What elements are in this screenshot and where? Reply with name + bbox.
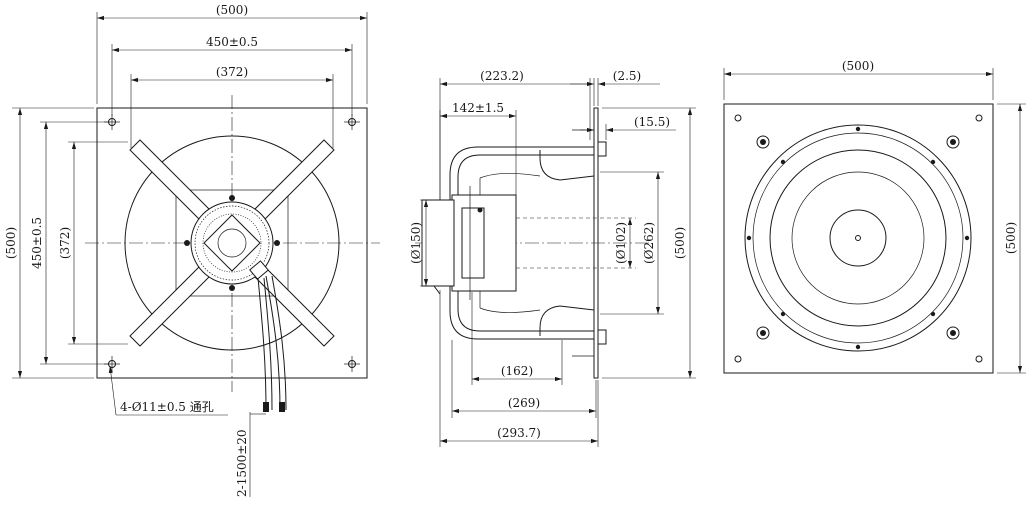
front-dim-guard-w-label: (372)	[216, 65, 248, 79]
rear-dim-width-label: (500)	[842, 59, 874, 73]
side-dim-223-label: (223.2)	[480, 69, 524, 83]
side-mounting-plate	[593, 107, 599, 379]
side-dim-162: (162)	[471, 292, 563, 385]
side-dim-262-label: (Ø262)	[642, 222, 656, 264]
front-dim-guard-h: (372)	[58, 141, 128, 345]
side-dim-2-5-label: (2.5)	[613, 69, 641, 83]
front-view: (500) 450±0.5 (372) (500) 450±0.5	[4, 3, 380, 497]
side-dim-223: (223.2)	[439, 69, 591, 200]
side-dim-2-5: (2.5)	[570, 69, 660, 106]
front-motor-square	[175, 189, 289, 297]
side-view: (223.2) (2.5) 142±1.5 (15.5) (Ø150)	[409, 69, 696, 447]
rear-dim-height: (500)	[997, 103, 1026, 374]
side-dim-142: 142±1.5	[439, 101, 517, 200]
rear-mounting-plate	[723, 103, 994, 374]
front-guard-struts	[129, 139, 335, 347]
side-dim-102-label: (Ø102)	[614, 222, 628, 264]
front-motor-bolts	[184, 195, 280, 291]
front-cable-note: 2-1500±20	[235, 412, 266, 497]
side-dim-269-label: (269)	[508, 396, 540, 410]
side-dim-293-label: (293.7)	[497, 426, 541, 440]
side-dim-293: (293.7)	[439, 290, 599, 447]
front-cable-note-label: 2-1500±20	[235, 429, 249, 497]
side-dim-15-5: (15.5)	[580, 115, 676, 140]
side-dim-269: (269)	[451, 340, 597, 418]
side-dim-162-label: (162)	[501, 364, 533, 378]
side-dim-102: (Ø102)	[614, 218, 633, 268]
side-dim-150-label: (Ø150)	[409, 222, 423, 264]
front-hole-note-label: 4-Ø11±0.5 通孔	[120, 400, 214, 414]
rear-dim-height-label: (500)	[1004, 222, 1018, 254]
front-venturi-ring	[124, 135, 340, 351]
front-dim-pitch-h: 450±0.5	[111, 35, 353, 116]
front-dim-pitch-v-label: 450±0.5	[30, 217, 44, 269]
rear-guard-bolts	[756, 135, 960, 340]
front-dim-height-500: (500)	[4, 107, 94, 379]
side-dim-500-label: (500)	[673, 227, 687, 259]
rear-view: (500) (500)	[723, 59, 1026, 374]
side-dim-150: (Ø150)	[409, 200, 429, 286]
front-dim-width-label: (500)	[216, 3, 248, 17]
rear-ring-dots	[746, 126, 970, 350]
front-dim-pitch-v: 450±0.5	[30, 121, 108, 365]
front-dim-guard-w: (372)	[130, 65, 334, 148]
rear-concentric-rings	[744, 124, 972, 352]
side-dim-15-5-label: (15.5)	[634, 115, 670, 129]
side-dim-262: (Ø262)	[642, 172, 661, 314]
front-dim-width-500: (500)	[96, 3, 368, 104]
front-hole-note: 4-Ø11±0.5 通孔	[108, 365, 228, 416]
front-motor-fins	[194, 205, 270, 281]
front-dim-height-label: (500)	[4, 227, 18, 259]
rear-dim-width: (500)	[723, 59, 994, 100]
rear-mounting-holes	[734, 114, 983, 363]
front-cable-bundle	[249, 260, 287, 412]
side-motor-body	[421, 186, 517, 300]
side-dim-500: (500)	[602, 107, 696, 379]
side-dim-142-label: 142±1.5	[452, 101, 504, 115]
front-dim-pitch-h-label: 450±0.5	[206, 35, 258, 49]
front-dim-guard-h-label: (372)	[58, 227, 72, 259]
